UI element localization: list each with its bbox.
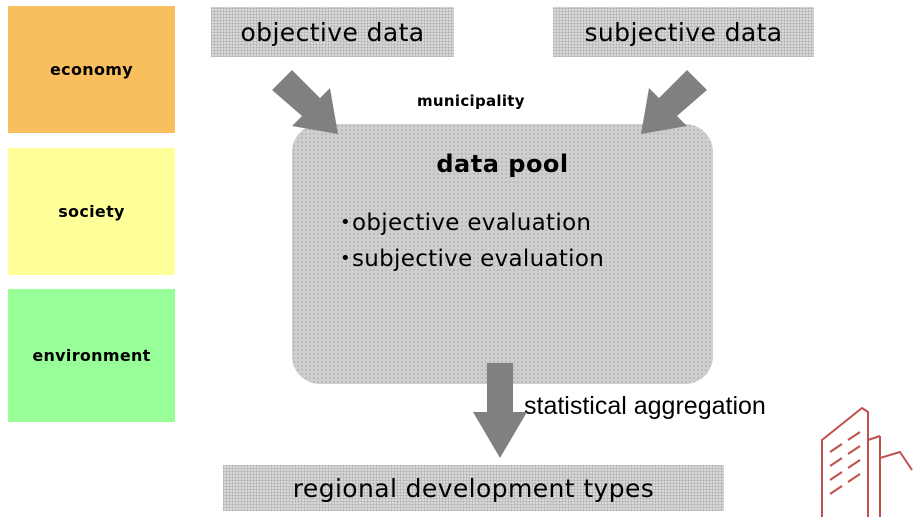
objective-data-box: objective data <box>211 7 454 57</box>
bullet-icon: • <box>340 212 351 233</box>
objective-data-label: objective data <box>240 17 425 47</box>
environment-label: environment <box>32 346 151 365</box>
data-pool-title: data pool <box>436 150 569 178</box>
pool-item-label: objective evaluation <box>352 210 592 236</box>
regional-development-types-box: regional development types <box>223 465 724 511</box>
subjective-data-label: subjective data <box>584 17 783 47</box>
economy-box: economy <box>8 6 175 133</box>
society-box: society <box>8 148 175 275</box>
subjective-data-box: subjective data <box>553 7 814 57</box>
environment-box: environment <box>8 289 175 422</box>
statistical-aggregation-label: statistical aggregation <box>524 392 766 420</box>
society-label: society <box>58 202 125 221</box>
regional-development-types-label: regional development types <box>292 473 655 503</box>
economy-label: economy <box>50 60 133 79</box>
bullet-icon: • <box>340 248 351 269</box>
pool-item-objective-evaluation: •objective evaluation <box>340 210 591 236</box>
municipality-label: municipality <box>417 92 525 110</box>
building-logo-icon <box>821 407 913 517</box>
data-pool-box: data pool •objective evaluation •subject… <box>292 124 713 384</box>
pool-item-subjective-evaluation: •subjective evaluation <box>340 246 604 272</box>
pool-item-label: subjective evaluation <box>352 246 605 272</box>
